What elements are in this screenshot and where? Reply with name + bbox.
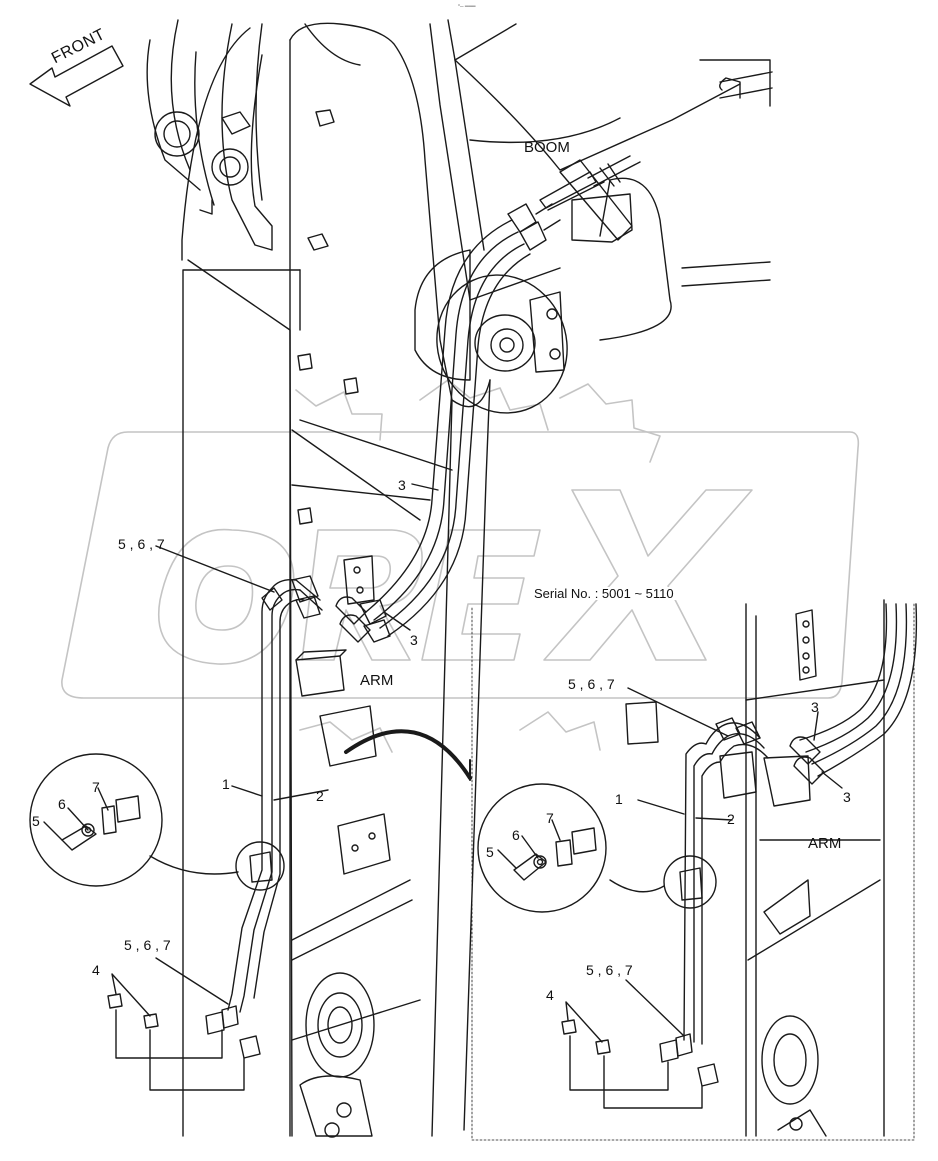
callout-5: 5: [32, 813, 40, 829]
callout-567-lower: 5 , 6 , 7: [124, 937, 171, 953]
serial-callout-6: 6: [512, 827, 520, 843]
callout-3-lower: 3: [410, 632, 418, 648]
callout-7: 7: [92, 779, 100, 795]
serial-callout-3-upper: 3: [811, 699, 819, 715]
serial-callout-3-lower: 3: [843, 789, 851, 805]
serial-variant-view: [471, 599, 918, 1141]
callout-567-upper: 5 , 6 , 7: [118, 536, 165, 552]
front-arrow-icon: [29, 45, 124, 107]
arm-structure: [29, 22, 491, 1138]
serial-callout-4: 4: [546, 987, 554, 1003]
serial-callout-567-lower: 5 , 6 , 7: [586, 962, 633, 978]
serial-number-label: Serial No. : 5001 ~ 5110: [532, 586, 676, 601]
serial-callout-7: 7: [546, 810, 554, 826]
callout-3-upper: 3: [398, 477, 406, 493]
serial-callout-567-upper: 5 , 6 , 7: [568, 676, 615, 692]
hose-assembly-main: [29, 203, 561, 1091]
watermark-logo: [61, 379, 860, 753]
boom-label: BOOM: [524, 139, 570, 156]
callout-1: 1: [222, 776, 230, 792]
arm-label: ARM: [360, 672, 394, 689]
serial-callout-1: 1: [615, 791, 623, 807]
boom-structure: [146, 19, 773, 414]
arm-label-serial: ARM: [808, 835, 842, 852]
callout-2: 2: [316, 788, 324, 804]
serial-callout-5: 5: [486, 844, 494, 860]
page-mark: °─ ═══: [458, 4, 476, 10]
serial-callout-2: 2: [727, 811, 735, 827]
callout-6: 6: [58, 796, 66, 812]
callout-4: 4: [92, 962, 100, 978]
